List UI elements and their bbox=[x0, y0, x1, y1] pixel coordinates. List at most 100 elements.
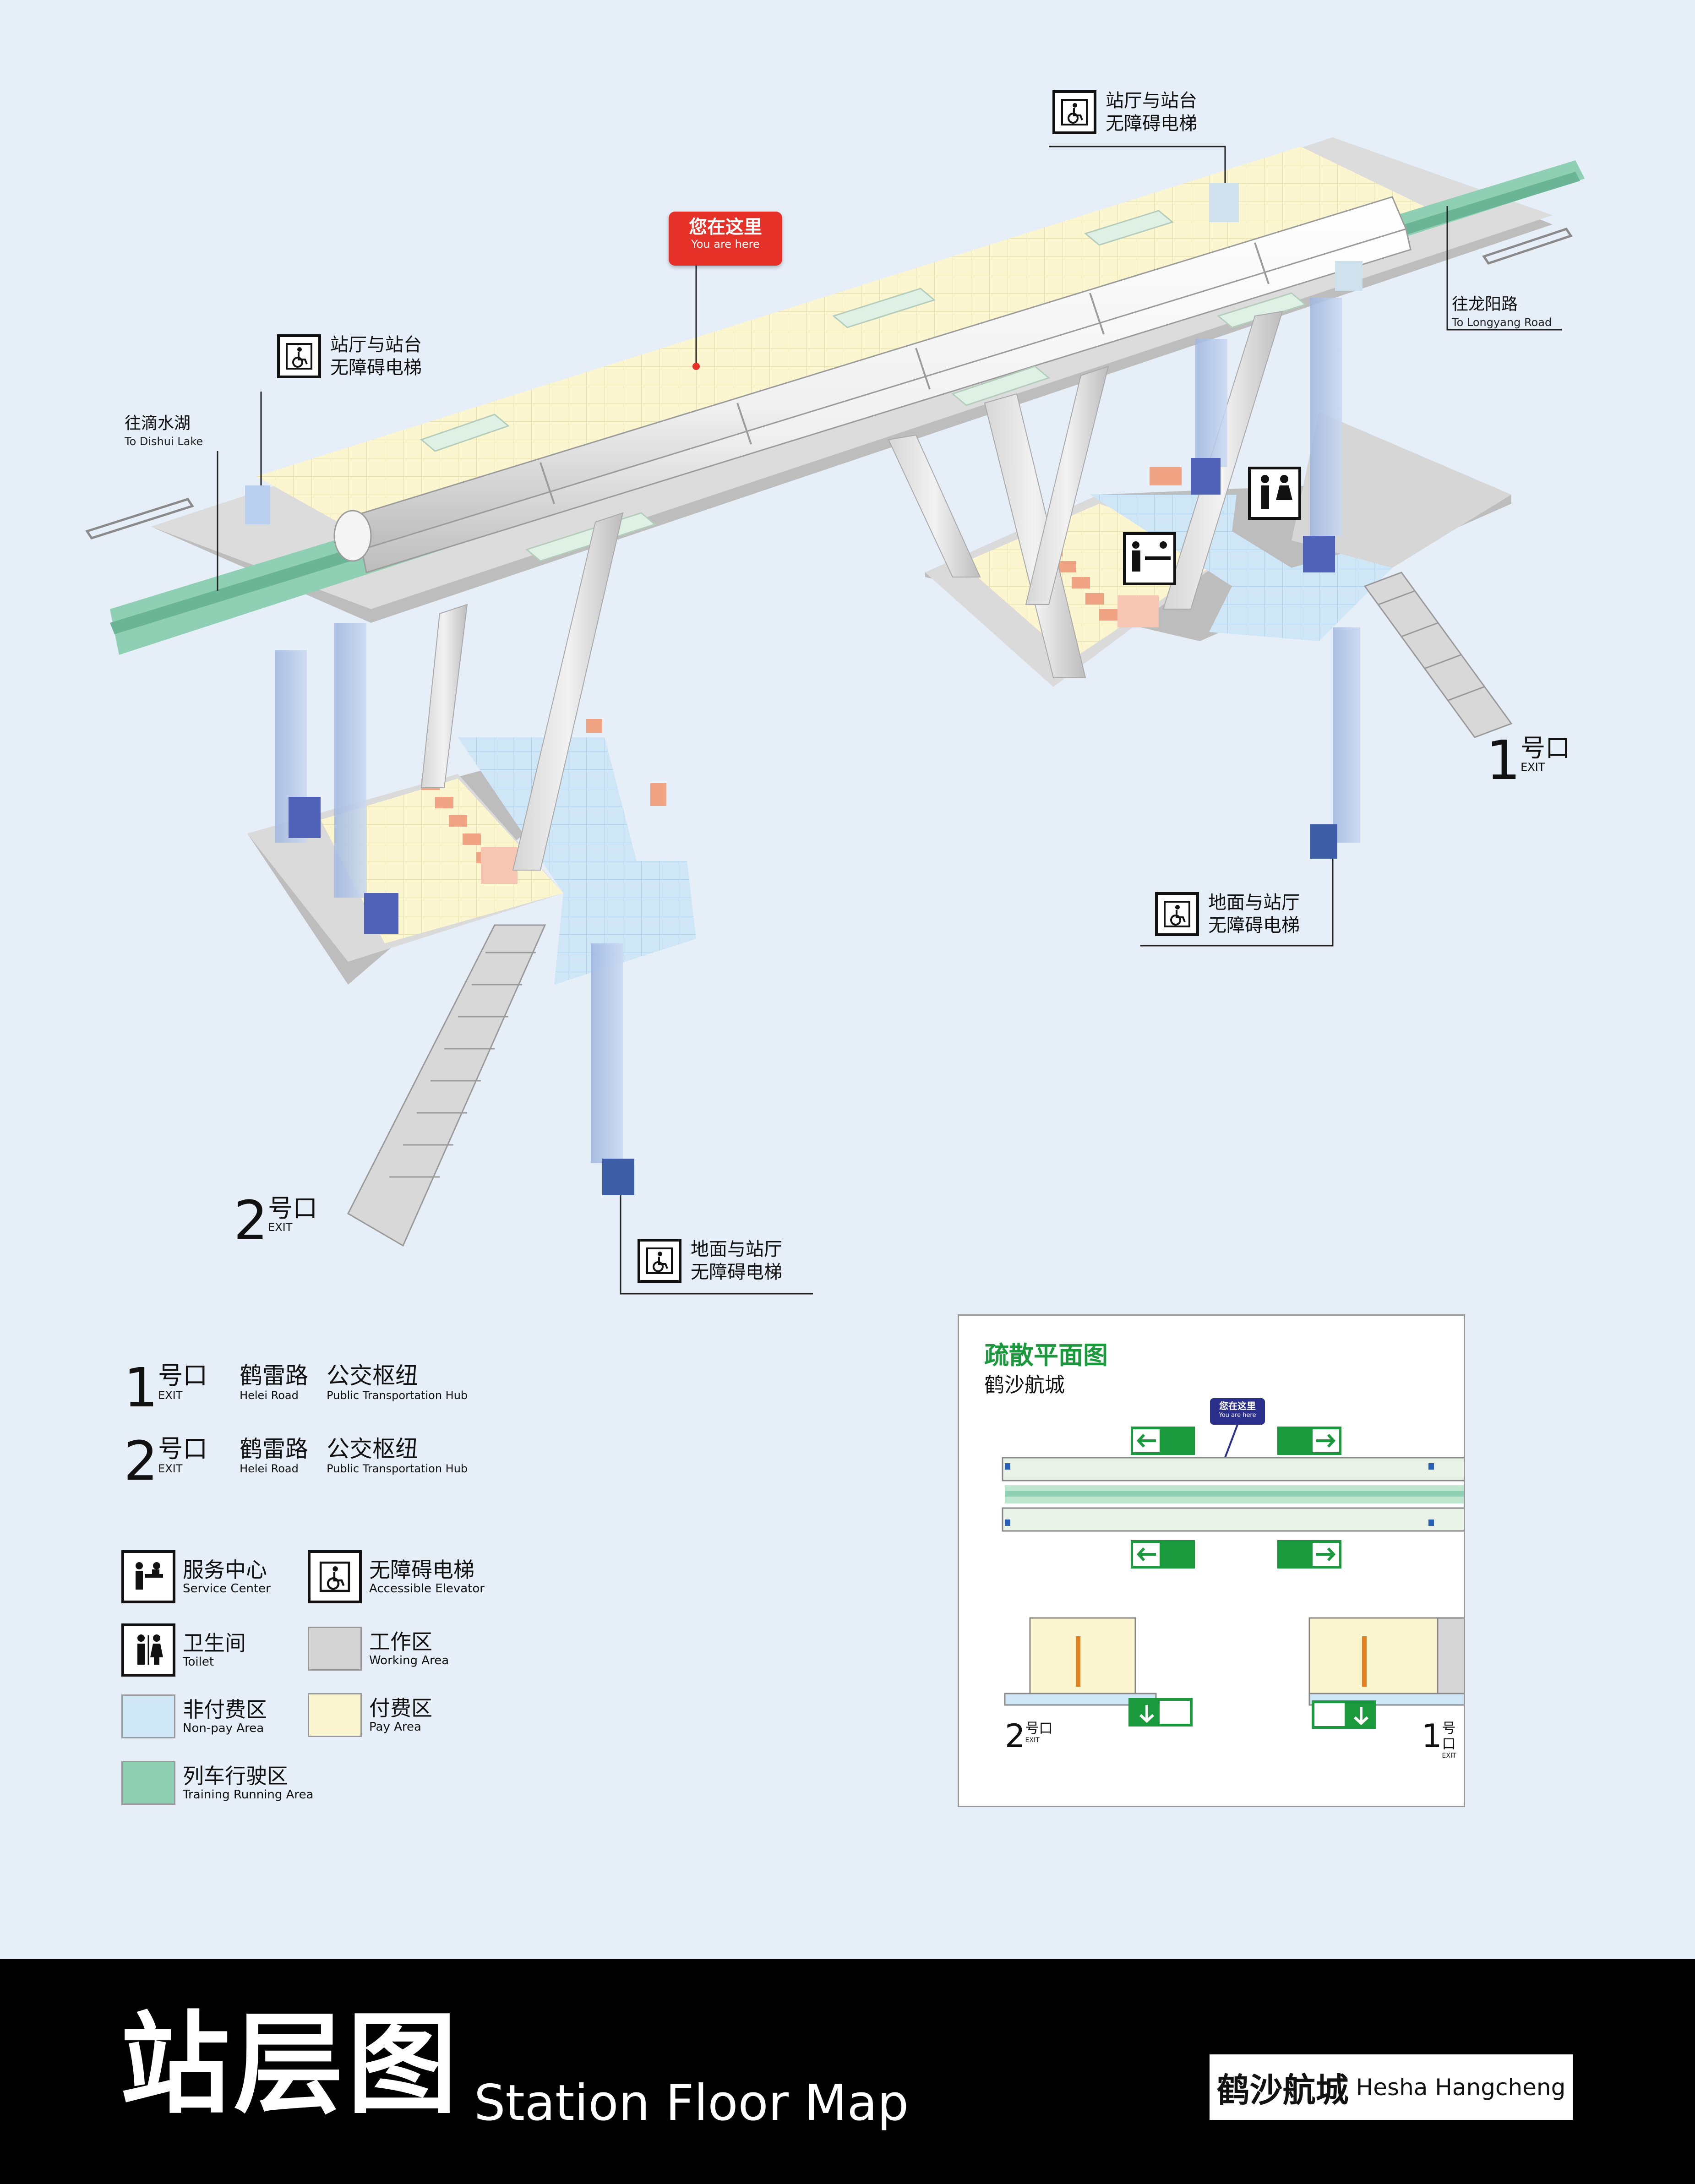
elevator-tag-ground-left: 地面与站厅 无障碍电梯 bbox=[638, 1238, 782, 1284]
map-exit-1-num: 1 bbox=[1486, 729, 1521, 792]
legend-nonpay-area-cn: 非付费区 bbox=[183, 1697, 267, 1722]
evac-exit-2-ex: EXIT bbox=[1025, 1737, 1040, 1744]
direction-left-cn: 往滴水湖 bbox=[125, 414, 191, 433]
toilet-icon bbox=[121, 1623, 175, 1677]
evacuation-title: 疏散平面图 bbox=[984, 1341, 1108, 1370]
legend-working-area-swatch bbox=[308, 1627, 362, 1671]
legend-exit-1-num: 1 bbox=[124, 1356, 158, 1419]
map-exit-1-ex: EXIT bbox=[1521, 761, 1545, 773]
elevator-tag-platform-right-line1: 站厅与站台 bbox=[1106, 90, 1197, 111]
legend-exit-1-hub-cn: 公交枢纽 bbox=[327, 1362, 419, 1389]
evac-exit-1-hao: 号口 bbox=[1442, 1721, 1456, 1752]
elevator-tag-ground-left-line2: 无障碍电梯 bbox=[691, 1262, 782, 1283]
map-exit-2-hao: 号口 bbox=[268, 1194, 318, 1223]
elevator-tag-platform-left: 站厅与站台 无障碍电梯 bbox=[277, 333, 422, 379]
direction-left-en: To Dishui Lake bbox=[125, 435, 203, 448]
legend-nonpay-area-swatch bbox=[121, 1694, 175, 1738]
legend-exit-2-num: 2 bbox=[124, 1429, 158, 1492]
legend-pay-area-swatch bbox=[308, 1693, 362, 1737]
page-title-en: Station Floor Map bbox=[474, 2075, 909, 2132]
toilet-icon bbox=[1248, 467, 1301, 520]
exit2-stair bbox=[347, 924, 546, 1247]
map-exit-1-hao: 号口 bbox=[1521, 734, 1570, 762]
evacuation-plan: 疏散平面图 鹤沙航城 您在这里 You are here bbox=[958, 1314, 1465, 1807]
station-name-box: 鹤沙航城 Hesha Hangcheng bbox=[1210, 2054, 1573, 2120]
legend-pay-area-cn: 付费区 bbox=[369, 1696, 432, 1721]
evac-exit-1-num: 1 bbox=[1422, 1717, 1442, 1755]
you-are-here-cn: 您在这里 bbox=[689, 217, 762, 238]
legend-service-center-en: Service Center bbox=[183, 1582, 271, 1596]
leader-lines bbox=[217, 146, 1562, 1295]
legend-exit-1-ex: EXIT bbox=[158, 1389, 183, 1402]
legend-pay-area-en: Pay Area bbox=[369, 1720, 421, 1734]
legend-accessible-elevator-en: Accessible Elevator bbox=[369, 1582, 485, 1596]
elevator-tag-platform-left-line1: 站厅与站台 bbox=[330, 334, 422, 355]
legend-working-area-cn: 工作区 bbox=[369, 1629, 432, 1654]
accessible-elevator-icon bbox=[1052, 90, 1096, 134]
legend-service-center-cn: 服务中心 bbox=[183, 1558, 267, 1582]
accessible-elevator-icon bbox=[1155, 892, 1199, 936]
legend-exit-2-hub-en: Public Transportation Hub bbox=[327, 1462, 468, 1475]
evac-exit-1-ex: EXIT bbox=[1442, 1752, 1456, 1759]
legend-exit-1-road-cn: 鹤雷路 bbox=[240, 1362, 309, 1389]
you-are-here-en: You are here bbox=[691, 238, 760, 251]
service-center-icon bbox=[121, 1550, 175, 1603]
legend-exit-1-hub-en: Public Transportation Hub bbox=[327, 1389, 468, 1402]
you-are-here-marker: 您在这里 You are here bbox=[669, 212, 782, 266]
map-exit-2-num: 2 bbox=[234, 1189, 268, 1252]
legend-exit-1-road-en: Helei Road bbox=[240, 1389, 299, 1402]
direction-arrows bbox=[85, 228, 1573, 539]
legend-toilet-en: Toilet bbox=[183, 1655, 214, 1669]
accessible-elevator-icon bbox=[638, 1239, 681, 1283]
legend-exit-1-hao: 号口 bbox=[158, 1361, 208, 1390]
elevator-tag-ground-left-line1: 地面与站厅 bbox=[691, 1239, 782, 1260]
elevator-tag-platform-left-line2: 无障碍电梯 bbox=[330, 357, 422, 378]
legend-toilet-cn: 卫生间 bbox=[183, 1631, 246, 1656]
elevator-tag-ground-right: 地面与站厅 无障碍电梯 bbox=[1155, 891, 1300, 937]
evac-exit-2-num: 2 bbox=[1005, 1717, 1025, 1755]
direction-right-en: To Longyang Road bbox=[1452, 316, 1552, 329]
elevator-tag-platform-right: 站厅与站台 无障碍电梯 bbox=[1052, 89, 1197, 135]
station-name-cn: 鹤沙航城 bbox=[1216, 2071, 1349, 2109]
evac-exit-2-hao: 号口 bbox=[1025, 1721, 1053, 1737]
elevator-shafts bbox=[275, 298, 1360, 1163]
legend-exit-2-hub-cn: 公交枢纽 bbox=[327, 1436, 419, 1462]
legend-exit-2-ex: EXIT bbox=[158, 1462, 183, 1475]
evac-you-are-here-en: You are here bbox=[1219, 1412, 1256, 1419]
legend-nonpay-area-en: Non-pay Area bbox=[183, 1721, 264, 1735]
station-name-en: Hesha Hangcheng bbox=[1356, 2074, 1566, 2101]
legend-exit-2-hao: 号口 bbox=[158, 1434, 208, 1463]
evacuation-station: 鹤沙航城 bbox=[984, 1373, 1065, 1397]
right-station-hall bbox=[925, 412, 1511, 687]
exit1-stair bbox=[1363, 572, 1513, 738]
accessible-elevator-icon bbox=[308, 1550, 362, 1603]
platform-structures bbox=[420, 210, 1307, 562]
evac-you-are-here: 您在这里 You are here bbox=[1210, 1398, 1265, 1425]
evacuation-diagram bbox=[1002, 1424, 1464, 1729]
direction-right-cn: 往龙阳路 bbox=[1452, 295, 1518, 314]
legend-track-area-en: Training Running Area bbox=[183, 1788, 314, 1802]
elevator-tag-ground-right-line2: 无障碍电梯 bbox=[1208, 915, 1300, 936]
legend-track-area-swatch bbox=[121, 1761, 175, 1805]
legend-working-area-en: Working Area bbox=[369, 1654, 449, 1667]
page-title-cn: 站层图 bbox=[120, 2000, 461, 2129]
elevator-tag-platform-right-line2: 无障碍电梯 bbox=[1106, 113, 1197, 134]
map-exit-2-ex: EXIT bbox=[268, 1221, 293, 1234]
legend-accessible-elevator-cn: 无障碍电梯 bbox=[369, 1558, 474, 1582]
accessible-elevator-icon bbox=[277, 334, 321, 378]
elevator-tag-ground-right-line1: 地面与站厅 bbox=[1208, 892, 1300, 913]
legend-exit-2-road-en: Helei Road bbox=[240, 1462, 299, 1475]
legend-track-area-cn: 列车行驶区 bbox=[183, 1764, 288, 1788]
train bbox=[333, 196, 1412, 573]
